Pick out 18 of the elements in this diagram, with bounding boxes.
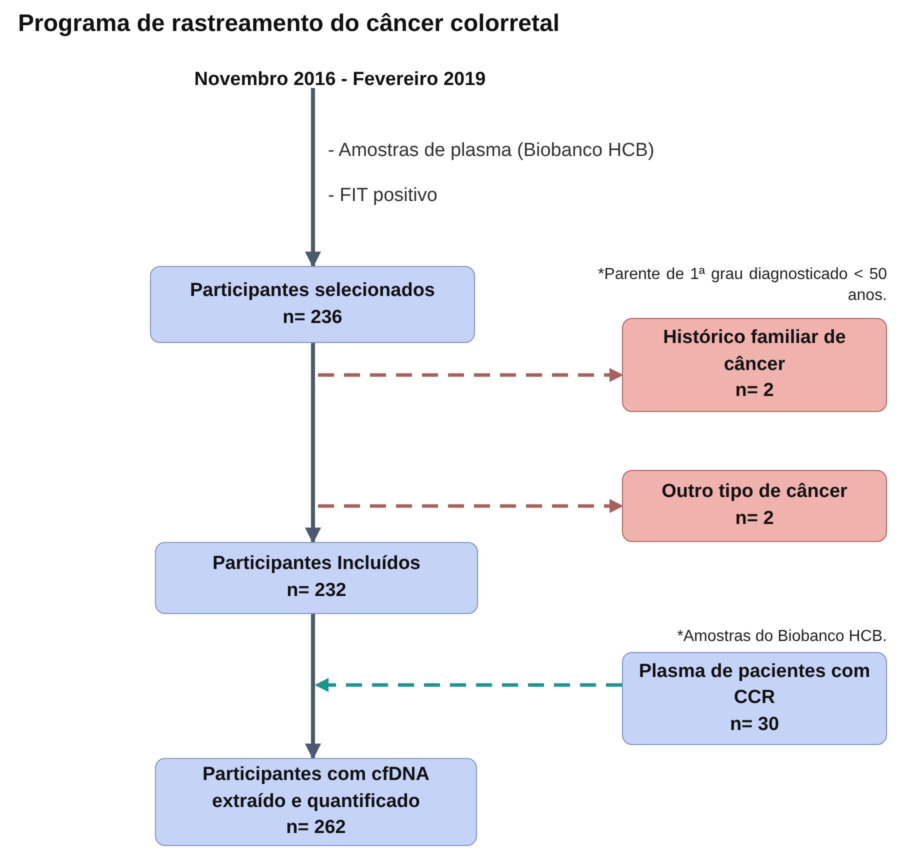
arrow [305,614,321,760]
dashed-arrow [318,368,624,382]
footnote-text: *Amostras do Biobanco HCB. [676,627,887,647]
dashed-arrow [318,499,624,513]
criteria-note: - FIT positivo [328,185,438,207]
diagram-title: Programa de rastreamento do câncer colorretal [18,10,560,38]
footnote-text: *Parente de 1ª grau diagnosticado < 50 anos. [598,265,887,306]
process-box: Participantes Incluídos n= 232 [155,542,478,614]
process-box: Participantes com cfDNA extraído e quantificado n= 262 [155,758,477,846]
dashed-arrow [314,678,622,692]
exclusion-box: Histórico familiar de câncer n= 2 [622,318,887,412]
exclusion-box: Outro tipo de câncer n= 2 [622,470,887,542]
date-range-text: Novembro 2016 - Fevereiro 2019 [150,62,530,98]
criteria-note: - Amostras de plasma (Biobanco HCB) [328,140,654,162]
arrow [305,343,321,544]
process-box: Plasma de pacientes com CCR n= 30 [622,652,887,745]
arrow [305,88,321,268]
process-box: Participantes selecionados n= 236 [150,266,475,343]
